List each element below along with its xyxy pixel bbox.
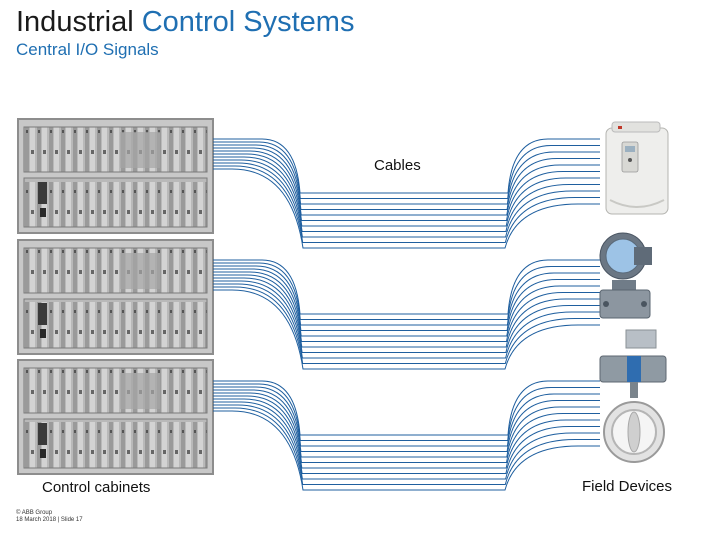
cable-3-4 (213, 389, 600, 452)
cable-bundle-1 (213, 138, 600, 249)
slide-subtitle: Central I/O Signals (16, 40, 159, 59)
control-cabinet-3 (17, 359, 214, 475)
cable-bundle-3 (213, 380, 600, 491)
cable-3-3 (213, 386, 600, 447)
slide-title-part1: Industrial (16, 6, 134, 38)
cable-2-4 (213, 268, 600, 331)
cable-3-10 (213, 407, 600, 485)
cable-1-10 (213, 165, 600, 243)
butterfly-valve-icon (599, 329, 667, 463)
control-cabinet-icon (17, 359, 214, 475)
cable-2-5 (213, 271, 600, 337)
cable-1-11 (213, 168, 600, 249)
cable-3-11 (213, 410, 600, 491)
control-cabinet-1 (17, 118, 214, 234)
cable-2-10 (213, 286, 600, 364)
cable-2-11 (213, 289, 600, 370)
cable-3-7 (213, 398, 600, 469)
cables-label: Cables (374, 157, 421, 174)
cable-2-3 (213, 265, 600, 326)
cable-1-2 (213, 141, 600, 199)
cable-1-7 (213, 156, 600, 227)
cable-2-8 (213, 280, 600, 353)
control-cabinets-label: Control cabinets (42, 479, 151, 496)
slide-title-part2: Control Systems (141, 6, 355, 38)
cable-bundle-2 (213, 259, 600, 370)
slide-title: Industrial Control Systems (16, 4, 354, 40)
cable-3-5 (213, 392, 600, 458)
cable-3-9 (213, 404, 600, 480)
footer-date-slide: 18 March 2018 | Slide 17 (16, 517, 83, 523)
control-cabinet-icon (17, 118, 214, 234)
slide-footer: © ABB Group 18 March 2018 | Slide 17 (16, 510, 83, 524)
cable-2-9 (213, 283, 600, 359)
cable-1-9 (213, 162, 600, 238)
cable-2-1 (213, 259, 600, 315)
pressure-transmitter-icon (599, 232, 652, 319)
cable-1-5 (213, 150, 600, 216)
field-devices-label: Field Devices (582, 478, 673, 495)
cable-2-7 (213, 277, 600, 348)
cable-1-3 (213, 144, 600, 205)
cable-3-1 (213, 380, 600, 436)
cable-3-8 (213, 401, 600, 474)
cable-1-4 (213, 147, 600, 210)
cable-1-8 (213, 159, 600, 232)
footer-copyright: © ABB Group (16, 510, 53, 516)
cable-2-2 (213, 262, 600, 320)
control-cabinet-2 (17, 239, 214, 355)
drive-unit-icon (605, 121, 669, 215)
cable-3-2 (213, 383, 600, 441)
control-cabinet-icon (17, 239, 214, 355)
